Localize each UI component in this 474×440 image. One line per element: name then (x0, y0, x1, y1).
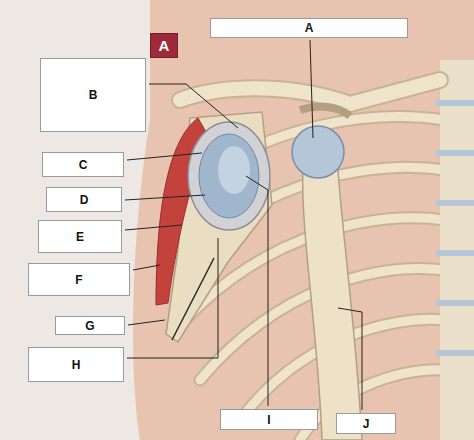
leader-lines (125, 40, 362, 410)
callout-letter: G (85, 319, 94, 333)
callout-letter: A (305, 21, 314, 35)
glenoid-cavity (199, 134, 259, 218)
label-box: B (40, 58, 146, 132)
label-box: G (55, 316, 125, 335)
callout-letter: C (79, 158, 88, 172)
glenoid-highlight (218, 146, 250, 194)
ribs (180, 117, 445, 440)
label-box: D (46, 187, 122, 212)
label-box: E (38, 220, 122, 253)
label-box: C (42, 152, 124, 177)
label-box: J (336, 413, 396, 434)
callout-letter: E (76, 230, 84, 244)
callout-letter: B (89, 88, 98, 102)
label-box: I (220, 409, 318, 430)
spine (436, 60, 474, 440)
humeral-head (292, 126, 344, 178)
clavicle (180, 80, 440, 104)
figure-tag: A (150, 33, 178, 58)
lateral-border (172, 258, 214, 340)
label-box: A (210, 18, 408, 38)
callout-letter: F (75, 273, 82, 287)
callout-letter: A (159, 39, 170, 53)
acromion (300, 107, 350, 116)
glenoid-ring (188, 122, 270, 230)
humerus-shaft (303, 165, 362, 440)
callout-letter: J (363, 417, 370, 431)
callout-letter: D (80, 193, 89, 207)
callout-letter: H (72, 358, 81, 372)
label-box: F (28, 263, 130, 296)
callout-letter: I (267, 413, 270, 427)
torso-skin (133, 0, 474, 440)
label-box: H (28, 347, 124, 382)
